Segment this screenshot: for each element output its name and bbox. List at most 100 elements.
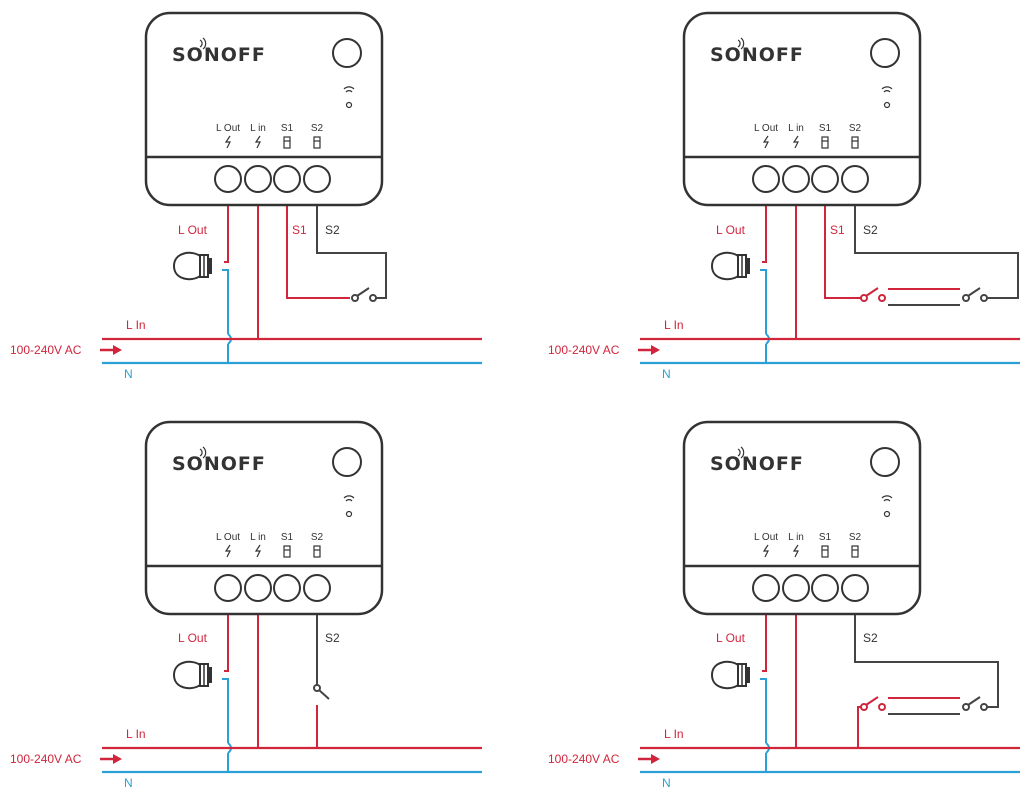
label-l-out: L Out: [716, 631, 746, 645]
wifi-signal-icon: [199, 37, 207, 50]
switch-contact: [351, 294, 359, 302]
port-label-l-in: L in: [250, 532, 266, 543]
wall-switch: [962, 287, 988, 302]
port-label-s1: S1: [819, 532, 832, 543]
switch-contact: [878, 703, 886, 711]
lightning-icon: [792, 135, 799, 149]
switch-contact: [369, 294, 377, 302]
wifi-icon: [881, 86, 893, 93]
lightning-icon: [762, 135, 769, 149]
wall-switch: [313, 684, 330, 700]
switch-input-icon: [851, 136, 859, 149]
label-l-out: L Out: [178, 223, 208, 237]
terminal-s1: [273, 165, 301, 193]
port-label-l-out: L Out: [754, 123, 778, 134]
port-label-l-out: L Out: [754, 532, 778, 543]
light-bulb-icon: [710, 251, 750, 281]
wifi-signal-icon: [199, 446, 207, 459]
label-supply-voltage: 100-240V AC: [548, 343, 620, 357]
bulb-contact: [746, 258, 750, 274]
switch-contact: [860, 294, 868, 302]
brand-logo: SONOFF: [710, 44, 804, 66]
terminal-s1: [811, 165, 839, 193]
switch-input-icon: [313, 136, 321, 149]
switch-contact: [962, 294, 970, 302]
label-supply-voltage: 100-240V AC: [10, 752, 82, 766]
label-s1: S1: [830, 223, 845, 237]
switch-lever: [865, 287, 879, 297]
switch-lever: [865, 696, 879, 706]
label-s2: S2: [863, 631, 878, 645]
label-neutral: N: [124, 776, 133, 790]
wifi-signal-icon: [737, 37, 745, 50]
lightning-icon: [762, 544, 769, 558]
port-label-s2: S2: [849, 532, 862, 543]
switch-contact: [313, 684, 321, 692]
wall-switch: [860, 696, 886, 711]
l-out-wire: [224, 205, 229, 263]
terminal-l_in: [244, 165, 272, 193]
label-l-in: L In: [664, 318, 684, 332]
l-out-wire: [762, 205, 767, 263]
terminal-s2: [841, 574, 869, 602]
label-s2: S2: [863, 223, 878, 237]
terminal-l_in: [782, 165, 810, 193]
s2-wire: [854, 614, 999, 708]
status-led: [345, 101, 353, 109]
lightning-icon: [254, 544, 261, 558]
label-l-out: L Out: [716, 223, 746, 237]
switch-contact: [878, 294, 886, 302]
port-label-s2: S2: [311, 532, 324, 543]
port-label-l-out: L Out: [216, 123, 240, 134]
bulb-contact: [208, 258, 212, 274]
switch-lever: [356, 287, 370, 297]
switch-input-icon: [313, 545, 321, 558]
terminal-s1: [273, 574, 301, 602]
label-neutral: N: [124, 367, 133, 381]
pair-button[interactable]: [870, 447, 900, 477]
lightning-icon: [224, 544, 231, 558]
label-neutral: N: [662, 776, 671, 790]
switch-input-icon: [283, 545, 291, 558]
pair-button[interactable]: [332, 38, 362, 68]
status-led: [345, 510, 353, 518]
l-out-wire: [762, 614, 767, 672]
port-label-s1: S1: [281, 532, 294, 543]
label-s2: S2: [325, 223, 340, 237]
terminal-s2: [303, 574, 331, 602]
wall-switch: [962, 696, 988, 711]
port-label-l-in: L in: [788, 532, 804, 543]
switch-contact: [860, 703, 868, 711]
label-supply-voltage: 100-240V AC: [10, 343, 82, 357]
live-to-switch: [857, 706, 861, 748]
switch-input-icon: [851, 545, 859, 558]
neutral-to-bulb: [222, 269, 229, 334]
bulb-contact: [208, 667, 212, 683]
terminal-s1: [811, 574, 839, 602]
supply-arrow-head: [651, 754, 660, 764]
terminal-l_out: [214, 165, 242, 193]
port-label-l-out: L Out: [216, 532, 240, 543]
switch-lever: [967, 287, 981, 297]
label-l-out: L Out: [178, 631, 208, 645]
switch-contact: [962, 703, 970, 711]
terminal-l_out: [752, 165, 780, 193]
sonoff-device: SONOFF L Out L in S1 S2: [682, 420, 922, 616]
port-label-s1: S1: [819, 123, 832, 134]
port-label-l-in: L in: [788, 123, 804, 134]
wifi-icon: [343, 86, 355, 93]
switch-input-icon: [821, 545, 829, 558]
terminal-l_in: [244, 574, 272, 602]
pair-button[interactable]: [870, 38, 900, 68]
port-label-s1: S1: [281, 123, 294, 134]
wall-switch: [351, 287, 377, 302]
brand-logo: SONOFF: [710, 453, 804, 475]
pair-button[interactable]: [332, 447, 362, 477]
